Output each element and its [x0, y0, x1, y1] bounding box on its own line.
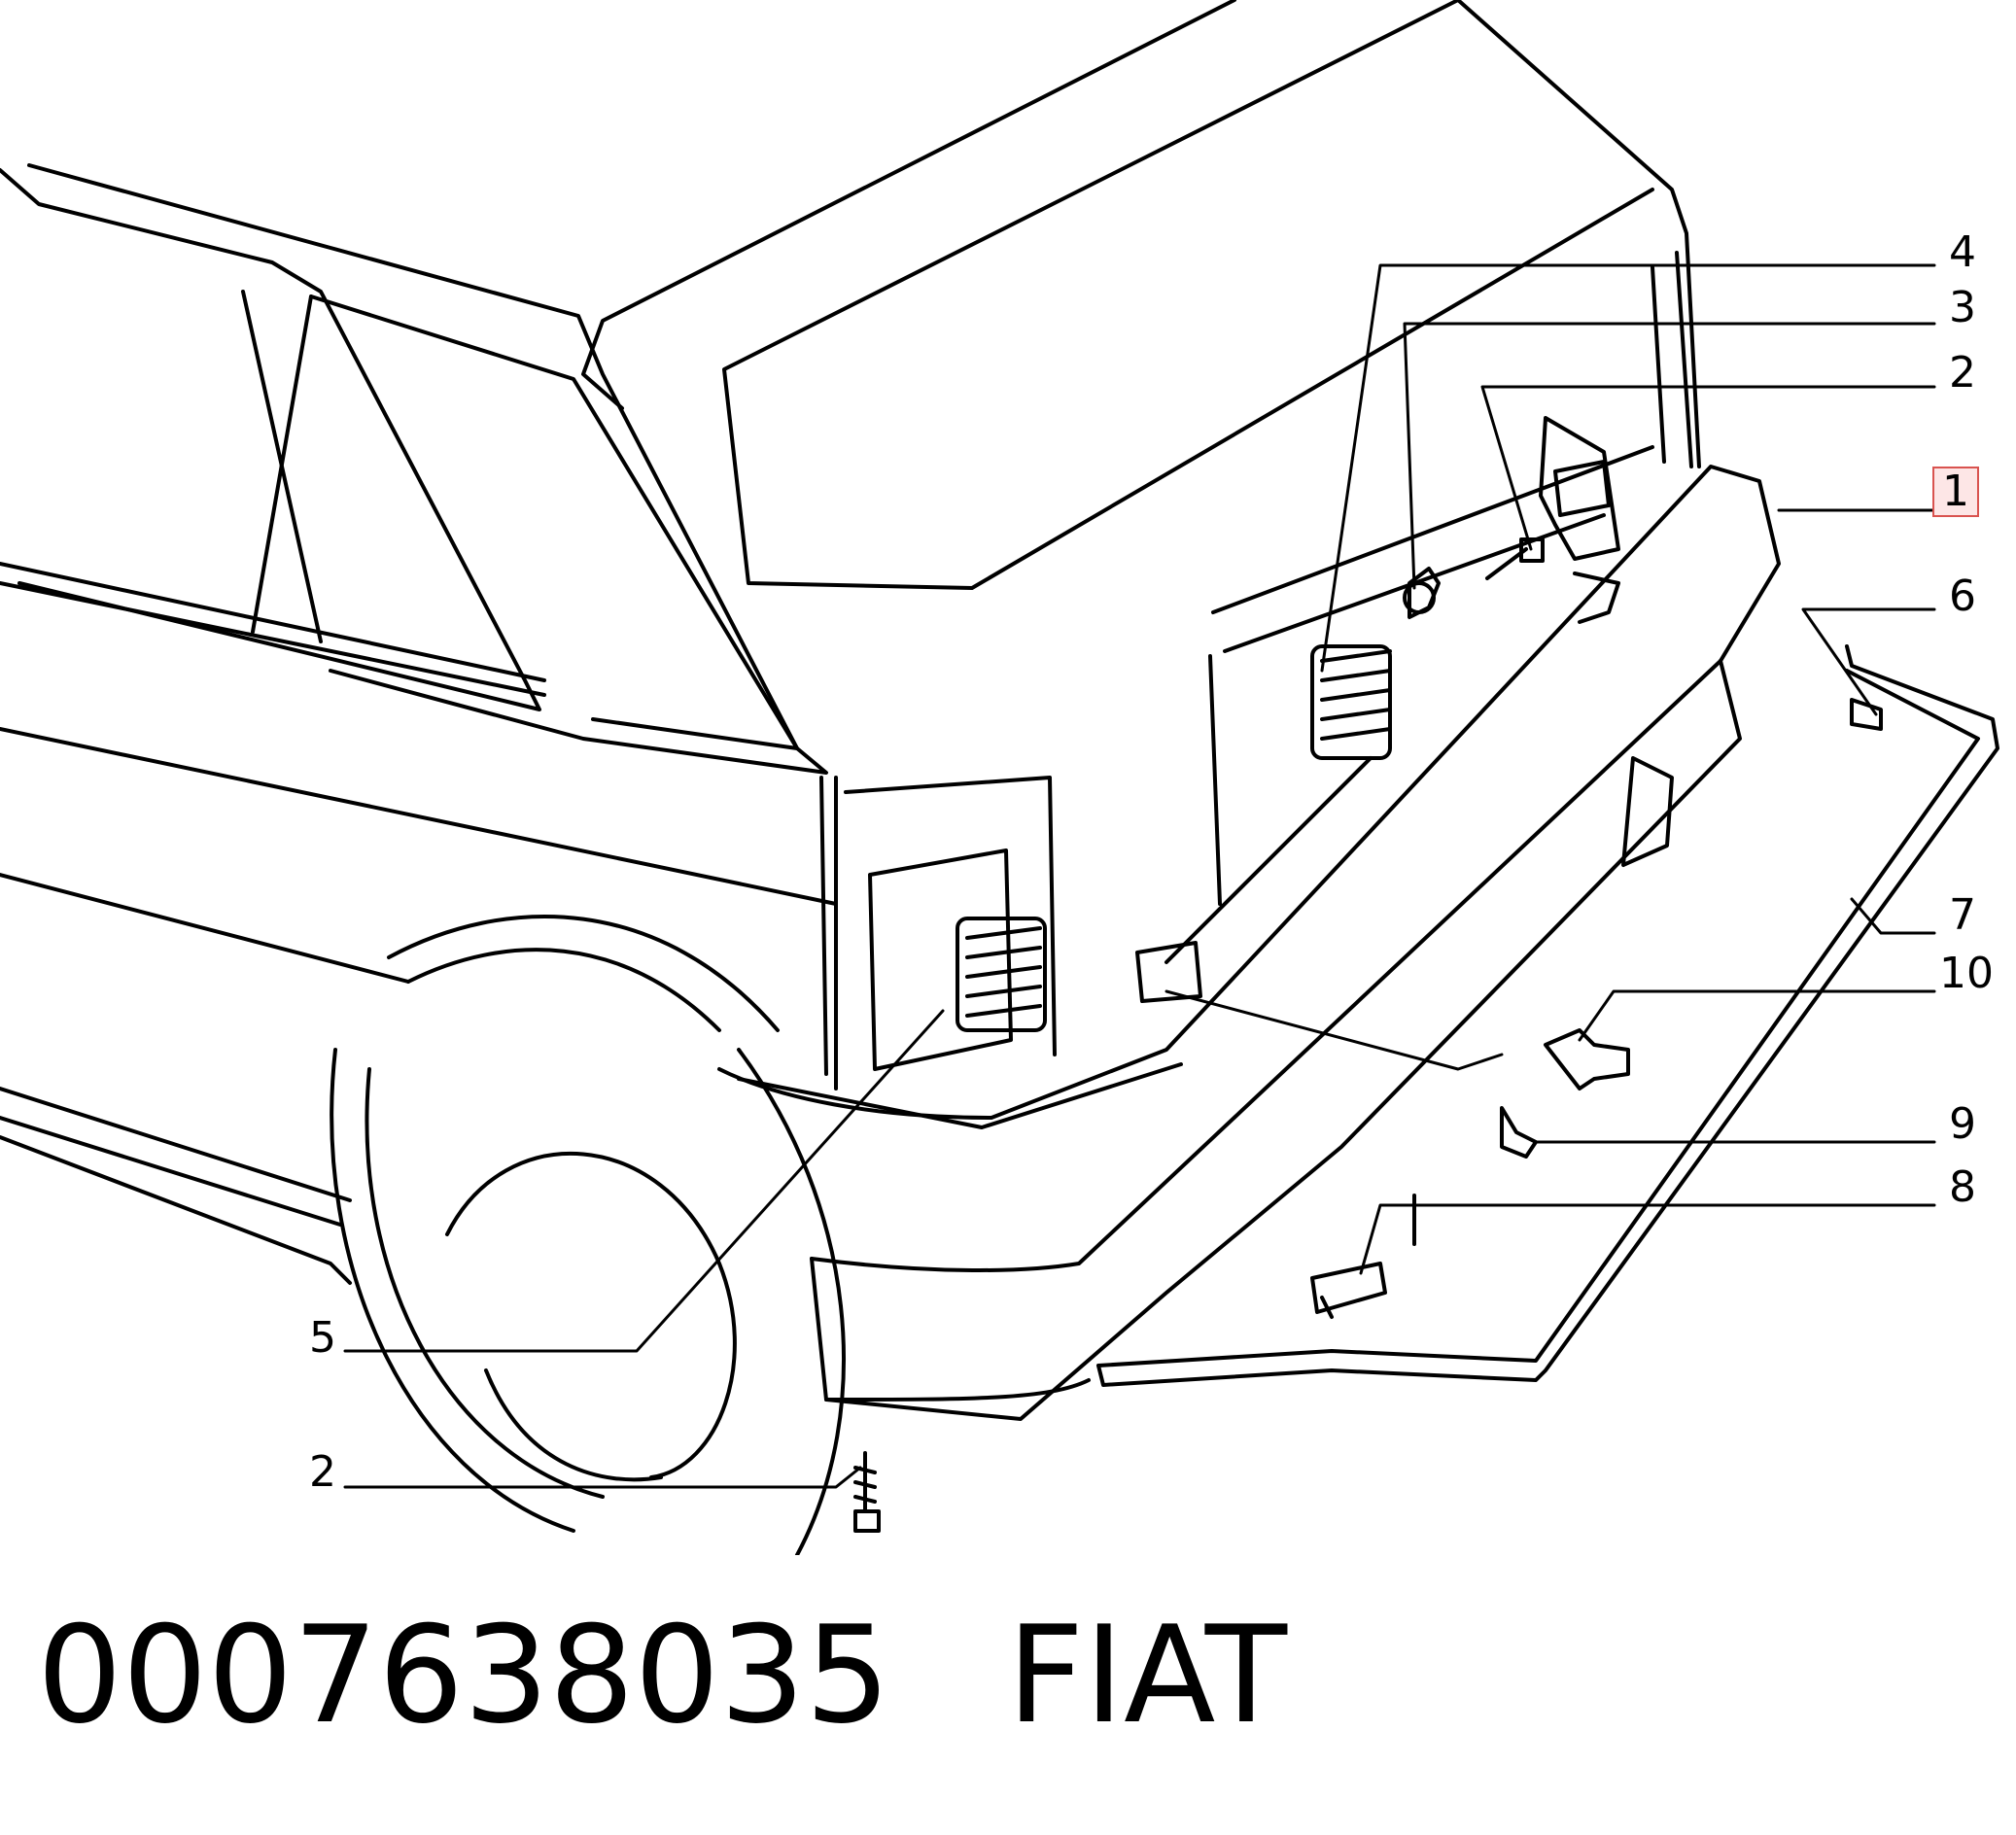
exploded-parts-diagram	[0, 0, 1999, 1555]
callout-8: 8	[1949, 1162, 1976, 1212]
callout-4: 4	[1949, 227, 1976, 277]
brand-name: FIAT	[1007, 1597, 1288, 1753]
callout-leader-lines	[343, 263, 1936, 1489]
rear-bumper	[717, 465, 1781, 1421]
bumper-trim-strip	[1096, 644, 1999, 1387]
callout-10: 10	[1939, 949, 1994, 998]
callout-1-highlighted: 1	[1932, 467, 1979, 517]
callout-5: 5	[309, 1313, 336, 1363]
car-body-outline	[0, 0, 1701, 1555]
part-number: 0007638035	[37, 1597, 890, 1753]
callout-3: 3	[1949, 283, 1976, 332]
callout-6: 6	[1949, 571, 1976, 621]
callout-9: 9	[1949, 1099, 1976, 1149]
callout-2-bottom: 2	[309, 1447, 336, 1497]
callout-7: 7	[1949, 890, 1976, 940]
callout-2-top: 2	[1949, 348, 1976, 398]
